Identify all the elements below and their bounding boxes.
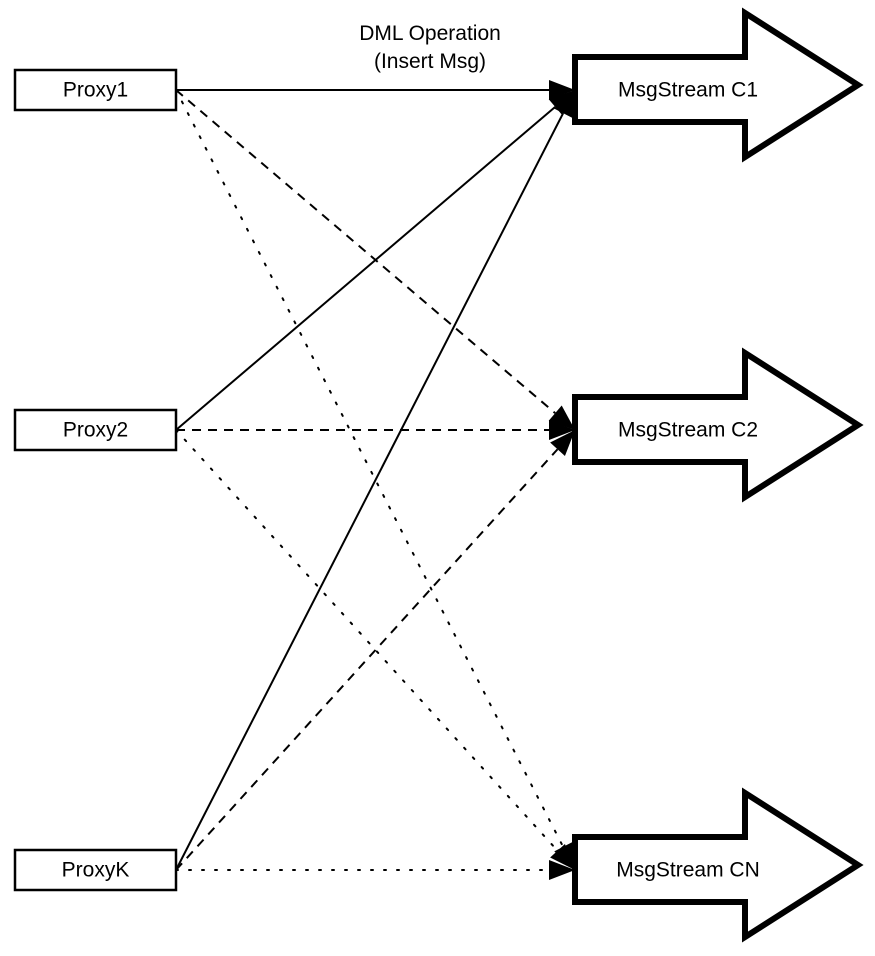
- streams-layer: MsgStream C1 MsgStream C2 MsgStream CN: [572, 7, 864, 943]
- proxy-node-proxyK[interactable]: ProxyK: [13, 848, 178, 892]
- link-arrowhead-icon: [549, 80, 575, 100]
- proxy-box[interactable]: [13, 408, 178, 452]
- link-line-solid: [175, 106, 556, 431]
- edge-caption-line-1: DML Operation: [359, 22, 501, 45]
- link-arrowhead-icon: [548, 405, 575, 430]
- link-arrowhead-icon: [549, 420, 575, 440]
- link-proxyK-to-c1: [175, 90, 575, 871]
- link-proxy2-to-c2: [176, 420, 575, 440]
- stream-block-arrow-icon[interactable]: [572, 787, 864, 943]
- link-line-dotted: [175, 89, 565, 848]
- link-arrowhead-icon: [554, 90, 575, 118]
- proxy-label: Proxy2: [63, 419, 128, 442]
- stream-node-stream_c1[interactable]: MsgStream C1: [572, 7, 864, 163]
- link-proxyK-to-c2: [175, 430, 575, 871]
- link-arrowhead-icon: [550, 430, 575, 456]
- link-line-solid: [175, 112, 565, 871]
- edge-caption: DML Operation (Insert Msg): [359, 22, 501, 73]
- stream-label: MsgStream C2: [618, 419, 758, 442]
- edge-caption-line-2: (Insert Msg): [374, 50, 486, 73]
- proxy-label: ProxyK: [62, 859, 130, 882]
- link-line-dashed: [175, 89, 556, 414]
- link-proxy2-to-c1: [175, 90, 575, 431]
- link-proxy1-to-c2: [175, 89, 575, 430]
- link-proxyK-to-cn: [175, 860, 575, 880]
- proxy-node-proxy1[interactable]: Proxy1: [13, 68, 178, 112]
- stream-block-arrow-icon[interactable]: [572, 347, 864, 503]
- proxy-box[interactable]: [13, 848, 178, 892]
- stream-label: MsgStream CN: [616, 859, 760, 882]
- link-line-dashed: [175, 448, 559, 871]
- stream-node-stream_c2[interactable]: MsgStream C2: [572, 347, 864, 503]
- stream-block-arrow-icon[interactable]: [572, 7, 864, 163]
- link-proxy1-to-c1: [176, 80, 575, 100]
- link-arrowhead-icon: [549, 860, 575, 880]
- proxy-box[interactable]: [13, 68, 178, 112]
- link-arrowhead-icon: [550, 844, 575, 870]
- proxy-label: Proxy1: [63, 79, 128, 102]
- links-layer: [175, 80, 575, 880]
- stream-label: MsgStream C1: [618, 79, 758, 102]
- link-line-dotted: [175, 429, 559, 852]
- proxy-node-proxy2[interactable]: Proxy2: [13, 408, 178, 452]
- link-proxy2-to-cn: [175, 429, 575, 870]
- stream-node-stream_cn[interactable]: MsgStream CN: [572, 787, 864, 943]
